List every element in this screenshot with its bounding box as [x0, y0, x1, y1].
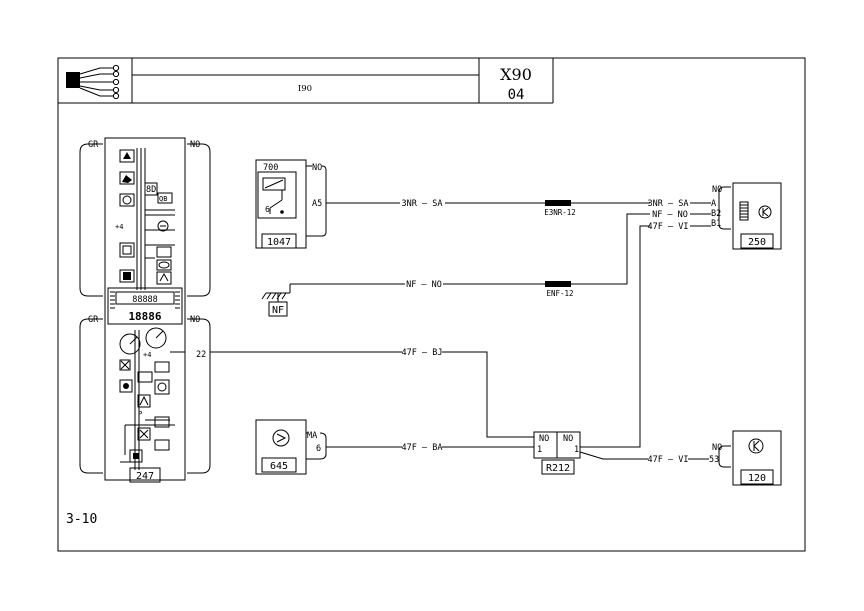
r212-pin-left: 1 — [537, 445, 542, 455]
component-120: NO 53 120 — [709, 430, 782, 486]
wire-label-47f-bj: 47F — BJ — [402, 348, 443, 358]
title-block: I90 X90 04 — [58, 58, 554, 104]
warning-lamps-bottom: P — [119, 359, 175, 463]
component-1047-relay: 700 6 1047 NO A5 — [255, 159, 327, 249]
pin-a: A — [711, 199, 716, 209]
component-id-120: 120 — [748, 473, 766, 484]
component-id-645: 645 — [270, 461, 288, 472]
ground-nf: NF — [261, 292, 290, 317]
label-no-top: NO — [190, 140, 200, 150]
component-id-247: 247 — [136, 471, 154, 482]
svg-text:+4: +4 — [115, 223, 123, 231]
label-700: 700 — [263, 163, 278, 173]
title-small: I90 — [298, 84, 312, 94]
label-no-bottom: NO — [190, 315, 200, 325]
sensor-icon-120 — [748, 438, 764, 454]
connector-label-e3nr: E3NR-12 — [544, 208, 576, 217]
r212-no-right: NO — [563, 434, 573, 444]
trip-value: 18886 — [128, 310, 161, 323]
page-reference: 3-10 — [66, 512, 97, 527]
sheet-code: X90 — [500, 65, 532, 84]
svg-text:8D: 8D — [146, 185, 156, 195]
r212-no-left: NO — [539, 434, 549, 444]
connector-e3nr-12 — [545, 200, 571, 206]
label-ma: MA — [307, 431, 317, 441]
wire-47f-bj — [210, 351, 534, 438]
connector-label-enf: ENF-12 — [546, 289, 573, 298]
label-no-120: NO — [712, 443, 722, 453]
pin-22: 22 — [196, 350, 206, 360]
sensor-icon — [758, 205, 772, 219]
pin-b2: B2 — [711, 209, 721, 219]
svg-text:QB: QB — [159, 195, 167, 203]
component-250: NO A B2 B1 250 — [711, 182, 782, 250]
warning-lamps-top: 8D QB +4 — [115, 149, 175, 285]
connector-enf-12 — [545, 281, 571, 287]
tachometer-icon — [272, 429, 290, 447]
svg-text:6: 6 — [265, 205, 270, 214]
gauges: +4 — [119, 327, 167, 359]
r212-id: R212 — [546, 463, 570, 474]
svg-text:P: P — [138, 410, 142, 418]
pin-53: 53 — [709, 455, 719, 465]
odometer-display: 88888 18886 — [107, 287, 183, 325]
svg-text:+4: +4 — [143, 351, 151, 359]
wire-label-nf-no-right: NF — NO — [652, 210, 688, 220]
wire-label-47f-vi-upper: 47F — VI — [648, 222, 689, 232]
wire-47f-vi-lower — [579, 451, 709, 460]
pin-a5: A5 — [312, 199, 322, 209]
pin-6: 6 — [316, 444, 321, 454]
component-247-instrument-cluster: GR NO GR NO 8D QB +4 88888 18 — [79, 137, 211, 483]
sheet-page: 04 — [508, 87, 525, 103]
ground-label: NF — [272, 305, 284, 316]
junction-r212: NO NO 1 1 R212 — [533, 431, 581, 475]
wire-label-3nr-sa-right: 3NR — SA — [648, 199, 689, 209]
wire-label-47f-vi-lower: 47F — VI — [648, 455, 689, 465]
diagram-frame — [57, 57, 806, 552]
component-id-250: 250 — [748, 237, 766, 248]
odometer-value: 88888 — [132, 295, 158, 305]
wire-nf-no — [289, 213, 711, 293]
label-gr-top: GR — [88, 140, 99, 150]
pin-b1: B1 — [711, 219, 721, 229]
wire-label-47f-ba: 47F — BA — [402, 443, 443, 453]
component-645: 645 MA 6 — [255, 419, 327, 475]
wire-47f-vi-upper — [580, 225, 711, 448]
label-gr-bottom: GR — [88, 315, 99, 325]
r212-pin-right: 1 — [574, 445, 579, 455]
label-no-1047: NO — [312, 163, 322, 173]
component-id-1047: 1047 — [267, 237, 291, 248]
wire-label-3nr-sa-left: 3NR — SA — [402, 199, 443, 209]
wire-label-nf-no-mid: NF — NO — [406, 280, 442, 290]
label-no-250: NO — [712, 185, 722, 195]
connector-logo-icon — [66, 64, 120, 100]
